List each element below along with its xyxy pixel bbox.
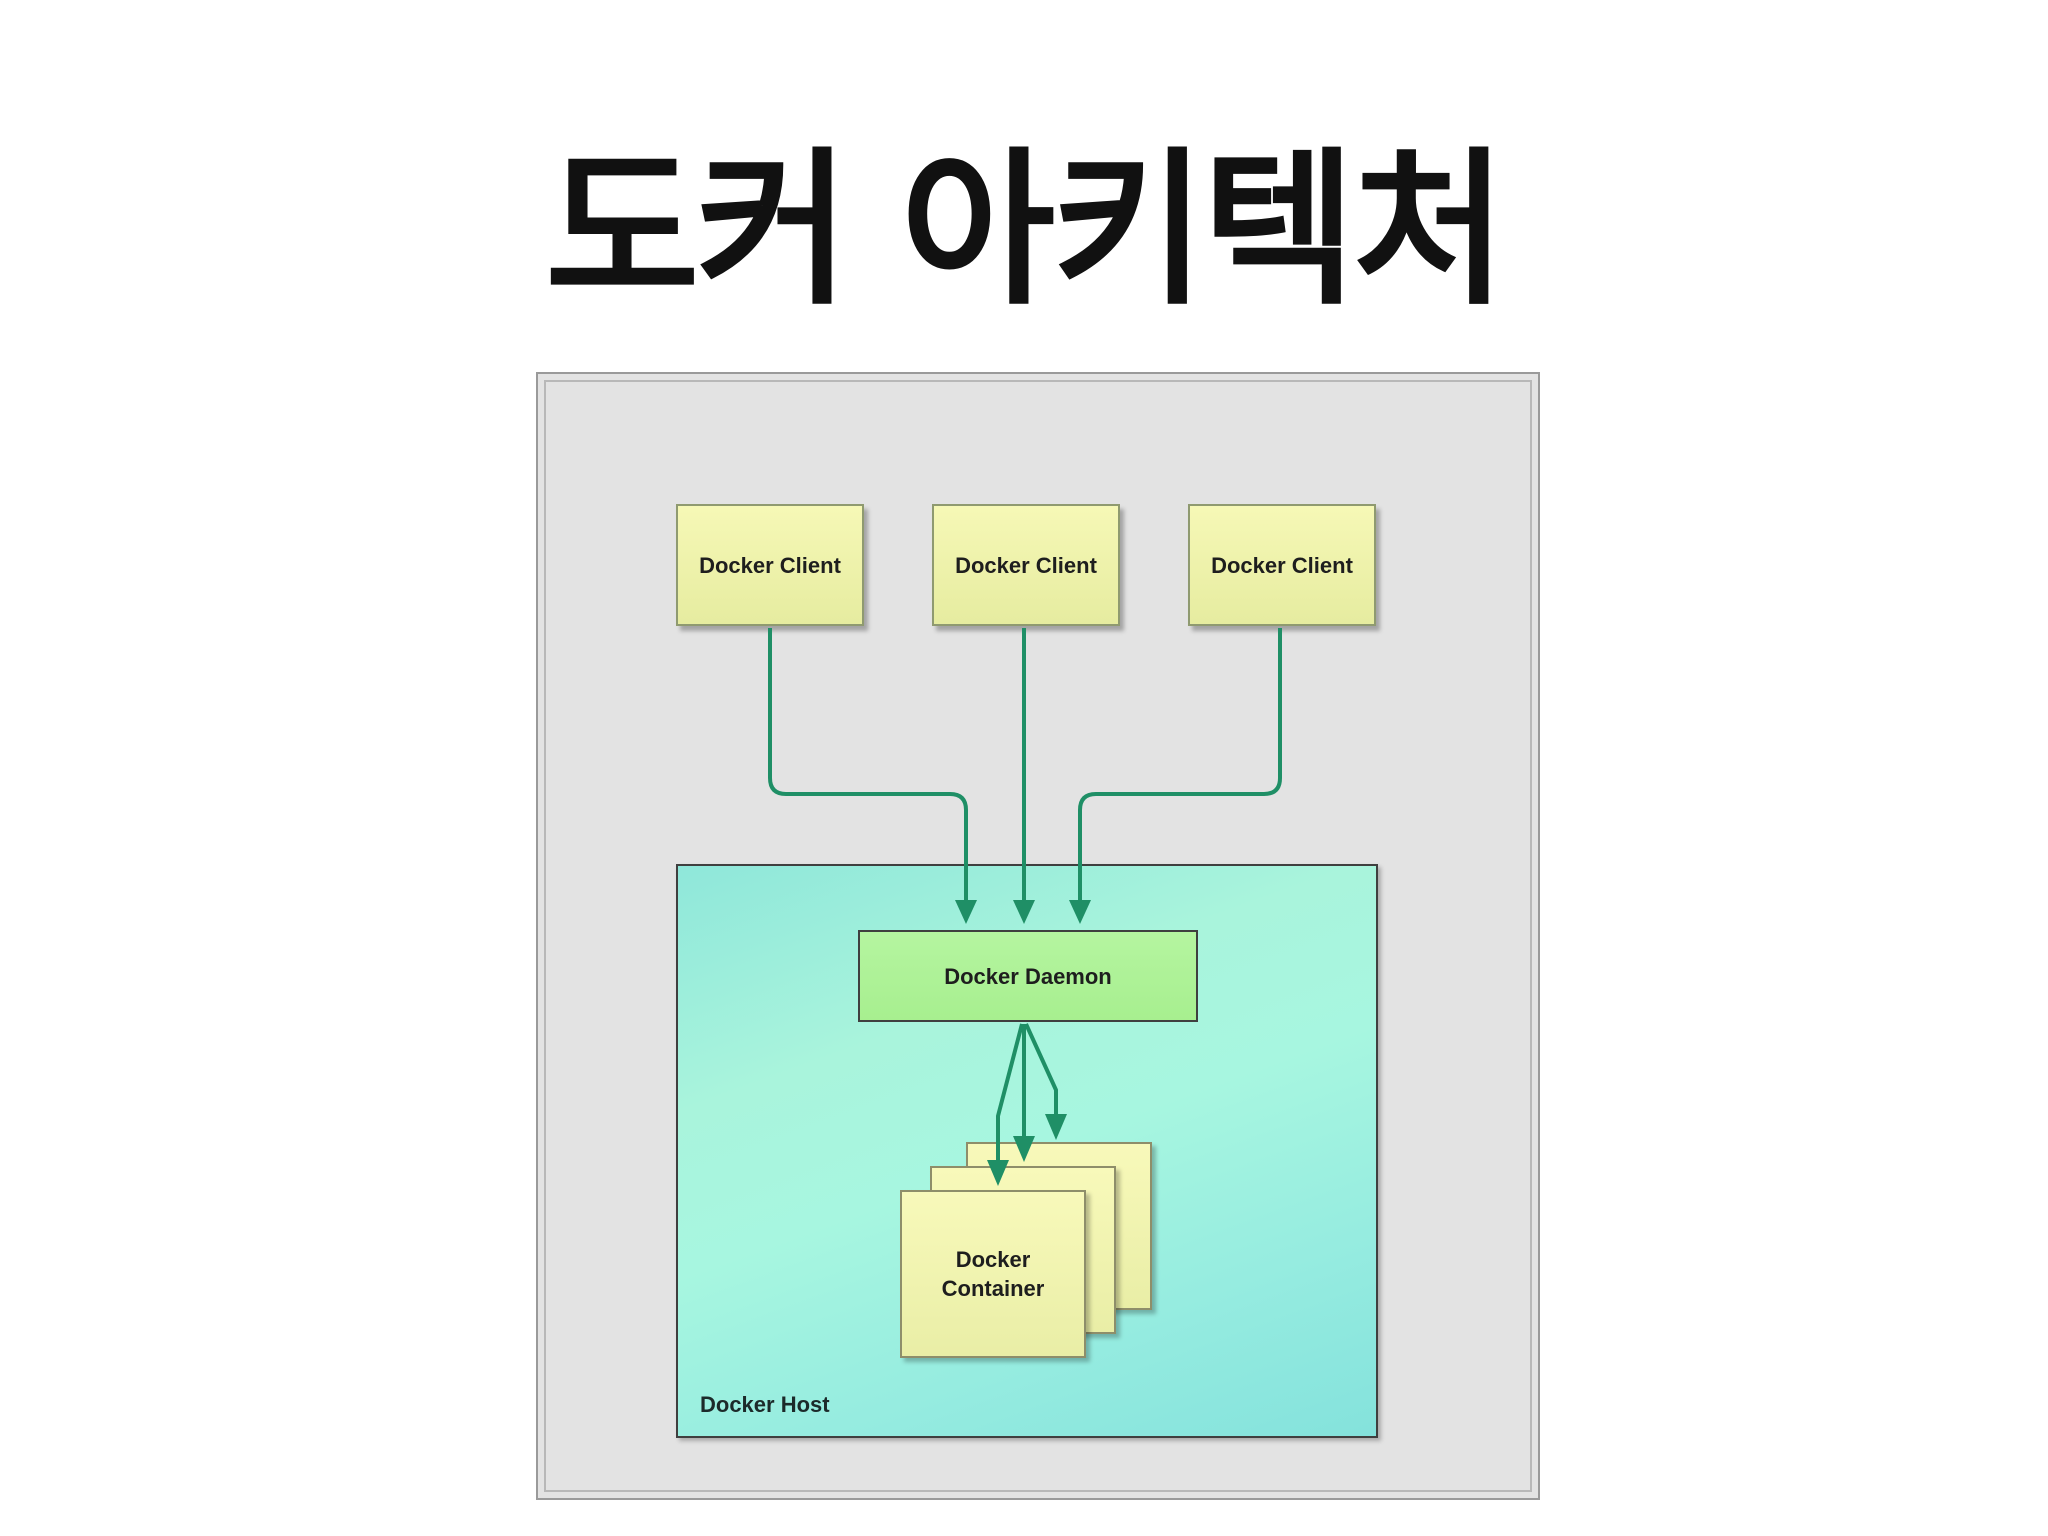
- diagram-frame-inner-border: [544, 380, 1532, 1492]
- docker-container-label-line2: Container: [941, 1276, 1045, 1301]
- docker-client-box-2: Docker Client: [932, 504, 1120, 626]
- docker-client-box-3: Docker Client: [1188, 504, 1376, 626]
- page-title: 도커 아키텍처: [545, 132, 1507, 328]
- docker-host-label: Docker Host: [700, 1392, 830, 1417]
- docker-container-card-front: Docker Container: [900, 1190, 1086, 1358]
- docker-client-box-1: Docker Client: [676, 504, 864, 626]
- docker-container-label-line1: Docker: [955, 1247, 1031, 1272]
- docker-container-label: Docker Container: [942, 1245, 1045, 1303]
- docker-daemon-box: Docker Daemon: [858, 930, 1198, 1022]
